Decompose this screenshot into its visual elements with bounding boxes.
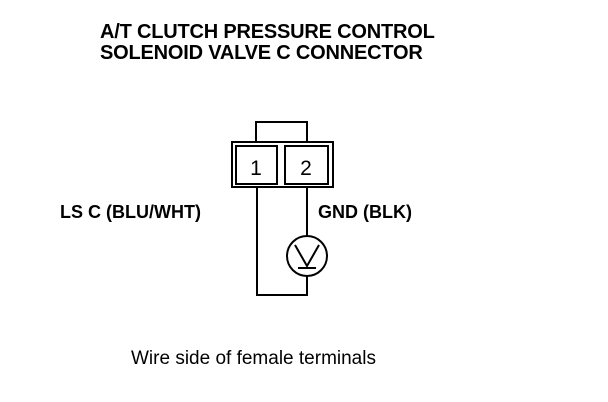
connector-lock-tab bbox=[255, 121, 308, 142]
voltmeter-icon bbox=[286, 235, 328, 277]
wire-ls-c bbox=[256, 187, 308, 296]
pin-1-cavity bbox=[235, 145, 278, 185]
diagram-title-line-1: A/T CLUTCH PRESSURE CONTROL bbox=[100, 21, 435, 43]
wire-label-gnd: GND (BLK) bbox=[318, 202, 412, 222]
pin-2-number: 2 bbox=[300, 157, 312, 180]
pin-1-number: 1 bbox=[250, 157, 262, 180]
wire-label-ls-c: LS C (BLU/WHT) bbox=[60, 202, 201, 222]
diagram-title-line-2: SOLENOID VALVE C CONNECTOR bbox=[100, 42, 423, 64]
diagram-caption: Wire side of female terminals bbox=[131, 348, 376, 369]
pin-2-cavity bbox=[284, 145, 329, 185]
